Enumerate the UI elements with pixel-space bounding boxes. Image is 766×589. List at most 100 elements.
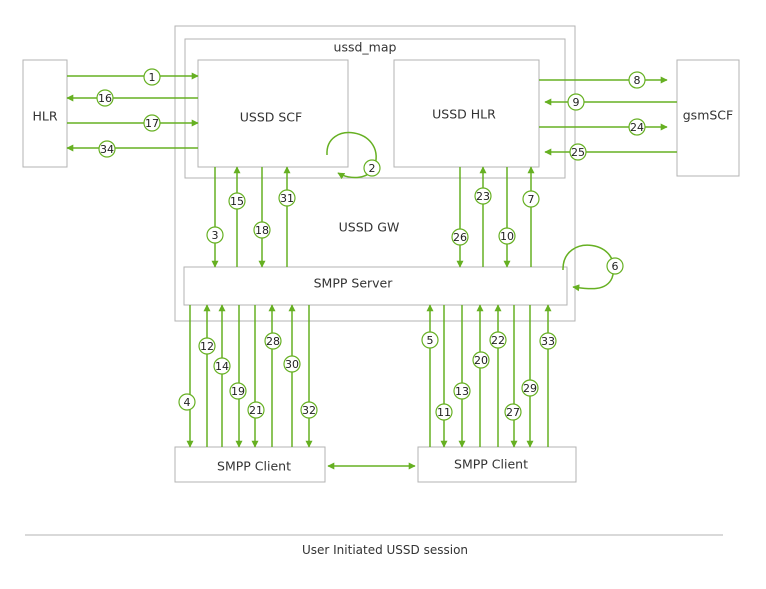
- step-badge-circle: [628, 118, 646, 136]
- step-number: 17: [145, 117, 159, 130]
- step-badge-circle: [421, 331, 439, 349]
- step-badge-11: 11: [435, 403, 453, 421]
- step-badge-15: 15: [228, 192, 246, 210]
- ussd-hlr-box: [393, 59, 540, 168]
- smpp-server-box: [183, 266, 568, 306]
- step-badge-19: 19: [229, 382, 247, 400]
- step-number: 31: [280, 192, 294, 205]
- step-number: 9: [573, 96, 580, 109]
- gsmscf-label: gsmSCF: [683, 108, 733, 123]
- smpp-client-left-box: [174, 446, 326, 483]
- step-badge-34: 34: [98, 140, 116, 158]
- step-badge-circle: [498, 227, 516, 245]
- step-badge-25: 25: [569, 143, 587, 161]
- step-badge-5: 5: [421, 331, 439, 349]
- step-badge-7: 7: [522, 190, 540, 208]
- step-badge-circle: [178, 393, 196, 411]
- step-number: 15: [230, 195, 244, 208]
- step-badge-circle: [521, 379, 539, 397]
- step-number: 3: [212, 229, 219, 242]
- step-badge-9: 9: [567, 93, 585, 111]
- step-badge-circle: [278, 189, 296, 207]
- step-badge-circle: [228, 192, 246, 210]
- step-badge-22: 22: [489, 331, 507, 349]
- step-badge-circle: [363, 159, 381, 177]
- step-badge-26: 26: [451, 228, 469, 246]
- smpp-client-right-label: SMPP Client: [454, 457, 528, 472]
- step-number: 22: [491, 334, 505, 347]
- step-badge-circle: [198, 337, 216, 355]
- step-badge-circle: [567, 93, 585, 111]
- step-badge-circle: [539, 332, 557, 350]
- step-number: 19: [231, 385, 245, 398]
- step-badge-28: 28: [264, 332, 282, 350]
- gsmscf-box: [676, 59, 740, 177]
- step-number: 26: [453, 231, 467, 244]
- step-number: 6: [612, 260, 619, 273]
- step-badge-4: 4: [178, 393, 196, 411]
- step-badge-circle: [229, 382, 247, 400]
- step-badge-29: 29: [521, 379, 539, 397]
- step-number: 32: [302, 404, 316, 417]
- step-badge-circle: [253, 221, 271, 239]
- step-badge-33: 33: [539, 332, 557, 350]
- step-number: 12: [200, 340, 214, 353]
- step-number: 16: [98, 92, 112, 105]
- step-badge-circle: [213, 357, 231, 375]
- step-number: 13: [455, 385, 469, 398]
- hlr-label: HLR: [32, 109, 57, 124]
- step-badge-circle: [96, 89, 114, 107]
- step-badge-circle: [628, 71, 646, 89]
- step-number: 18: [255, 224, 269, 237]
- step-badge-circle: [206, 226, 224, 244]
- step-badge-circle: [451, 228, 469, 246]
- step-badge-14: 14: [213, 357, 231, 375]
- step-number: 24: [630, 121, 644, 134]
- step-number: 8: [634, 74, 641, 87]
- step-badge-circle: [606, 257, 624, 275]
- caption: User Initiated USSD session: [302, 543, 468, 557]
- step-badge-16: 16: [96, 89, 114, 107]
- step-badge-circle: [143, 114, 161, 132]
- step-number: 11: [437, 406, 451, 419]
- step-badge-30: 30: [283, 355, 301, 373]
- step-badge-circle: [98, 140, 116, 158]
- step-badge-12: 12: [198, 337, 216, 355]
- ussd-map-label: ussd_map: [334, 40, 397, 55]
- step-number: 29: [523, 382, 537, 395]
- step-badge-20: 20: [472, 351, 490, 369]
- step-badge-circle: [489, 331, 507, 349]
- step-number: 5: [427, 334, 434, 347]
- ussd-scf-box: [197, 59, 349, 168]
- step-number: 33: [541, 335, 555, 348]
- step-number: 1: [149, 71, 156, 84]
- ussd-hlr-label: USSD HLR: [432, 107, 496, 122]
- step-badge-1: 1: [143, 68, 161, 86]
- step-badge-circle: [435, 403, 453, 421]
- step-badge-18: 18: [253, 221, 271, 239]
- step-badge-24: 24: [628, 118, 646, 136]
- step-number: 4: [184, 396, 191, 409]
- step-badge-17: 17: [143, 114, 161, 132]
- smpp-client-right-box: [417, 446, 577, 483]
- step-badge-21: 21: [247, 401, 265, 419]
- step-number: 10: [500, 230, 514, 243]
- step-badge-circle: [522, 190, 540, 208]
- step-badge-circle: [504, 403, 522, 421]
- ussd-gw-label: USSD GW: [339, 220, 400, 235]
- step-badge-13: 13: [453, 382, 471, 400]
- ussd-scf-label: USSD SCF: [240, 110, 302, 125]
- step-badge-circle: [247, 401, 265, 419]
- step-badge-circle: [453, 382, 471, 400]
- step-badge-3: 3: [206, 226, 224, 244]
- step-number: 20: [474, 354, 488, 367]
- step-number: 23: [476, 190, 490, 203]
- step-number: 25: [571, 146, 585, 159]
- step-badge-8: 8: [628, 71, 646, 89]
- step-number: 14: [215, 360, 229, 373]
- step-badge-2: 2: [363, 159, 381, 177]
- step-badge-circle: [472, 351, 490, 369]
- hlr-box: [22, 59, 68, 168]
- step-badge-circle: [569, 143, 587, 161]
